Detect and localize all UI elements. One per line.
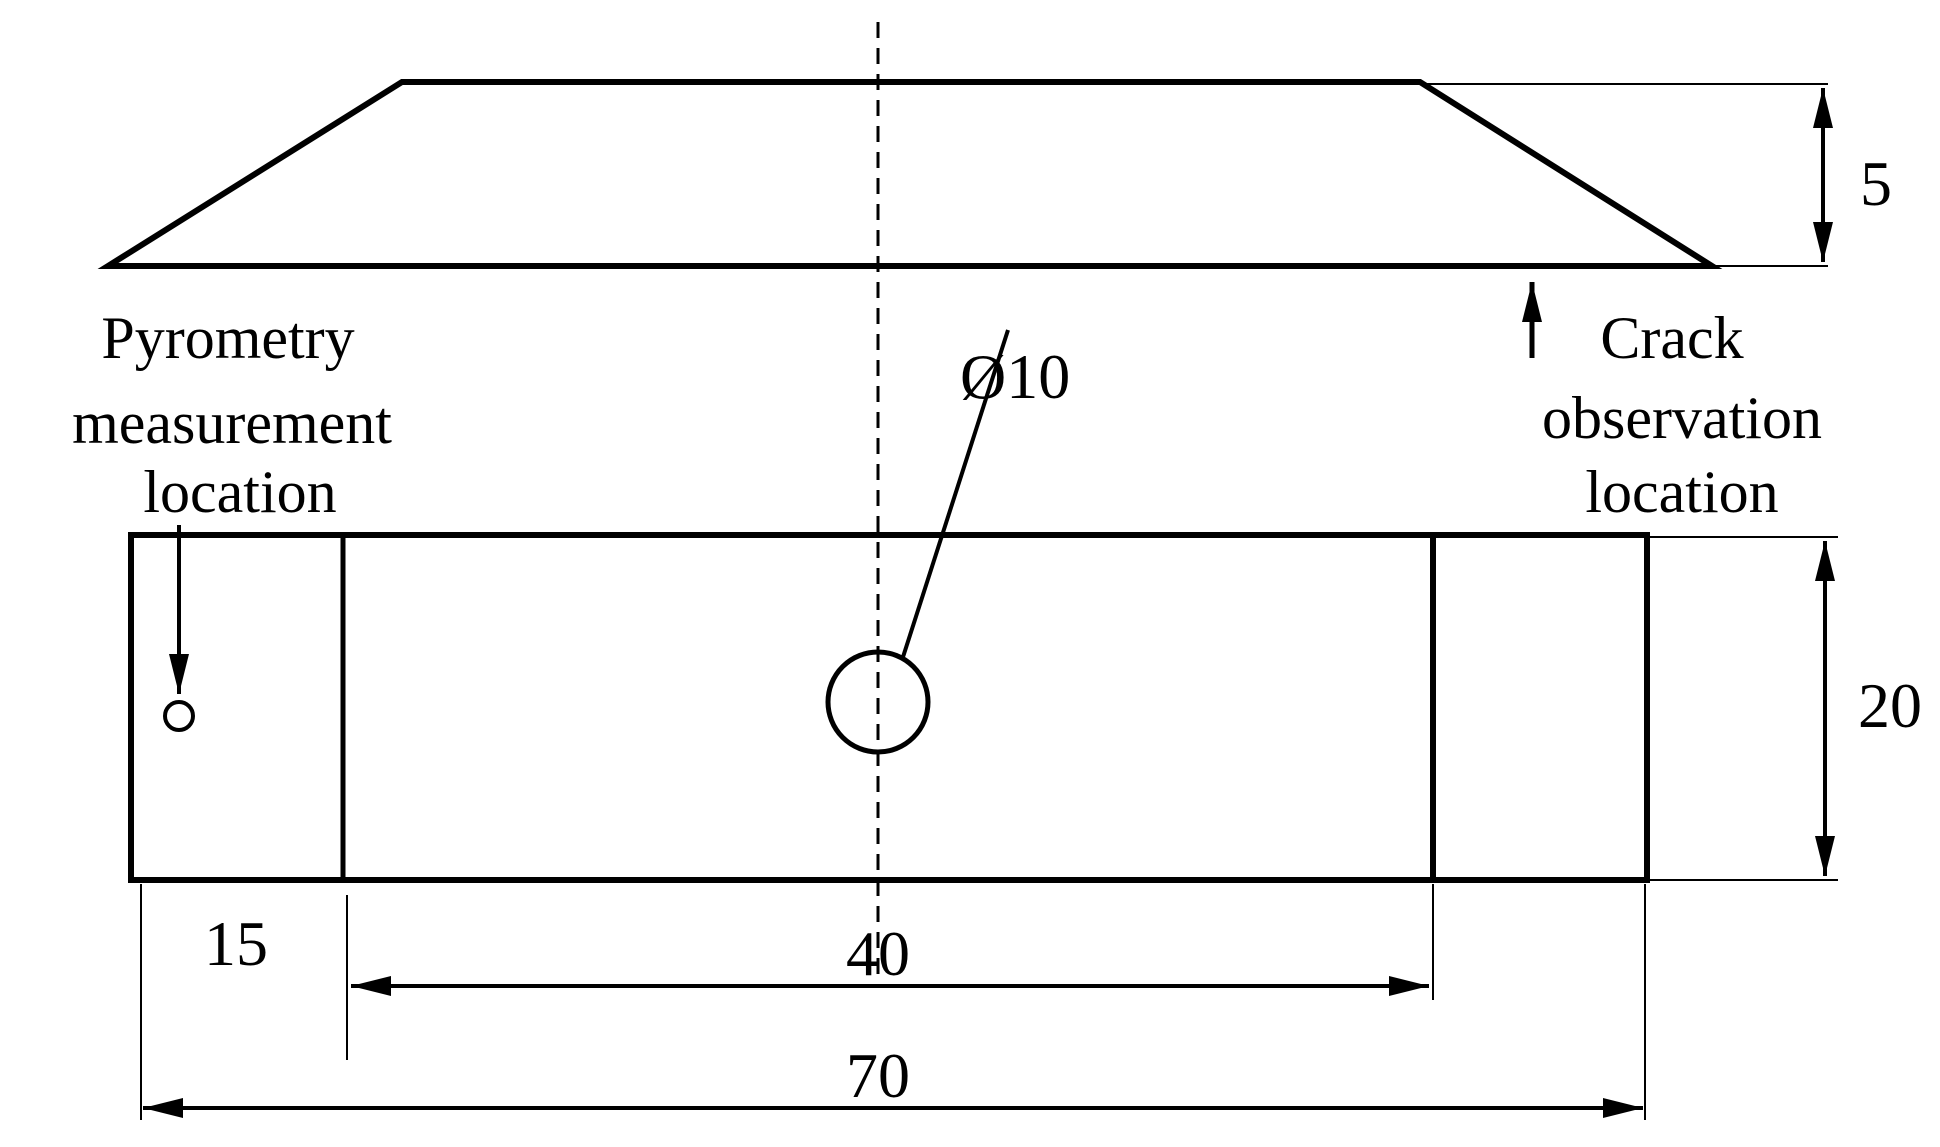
thickness-value: 5 bbox=[1860, 148, 1892, 219]
pyrometry-point bbox=[163, 700, 195, 732]
svg-text:location: location bbox=[143, 459, 336, 525]
total-length-value: 70 bbox=[846, 1040, 910, 1111]
hole-diameter-label: Ø10 bbox=[960, 341, 1070, 412]
crack-label: Crack observation location bbox=[1542, 305, 1822, 525]
svg-text:Crack: Crack bbox=[1600, 305, 1743, 371]
end-length-value: 15 bbox=[204, 908, 268, 979]
svg-text:location: location bbox=[1585, 459, 1778, 525]
gauge-length-value: 40 bbox=[846, 918, 910, 989]
width-value: 20 bbox=[1858, 670, 1922, 741]
top-view-outline bbox=[128, 532, 1650, 883]
center-hole bbox=[825, 649, 931, 755]
svg-text:Pyrometry: Pyrometry bbox=[101, 305, 354, 371]
svg-text:measurement: measurement bbox=[72, 390, 392, 456]
thickness-dimension: 5 bbox=[1420, 83, 1892, 267]
pyrometry-label: Pyrometry measurement location bbox=[72, 305, 392, 525]
width-dimension: 20 bbox=[1648, 536, 1922, 881]
side-view-profile bbox=[97, 79, 1723, 269]
hole-diameter-leader bbox=[901, 329, 1010, 658]
svg-text:observation: observation bbox=[1542, 385, 1822, 451]
